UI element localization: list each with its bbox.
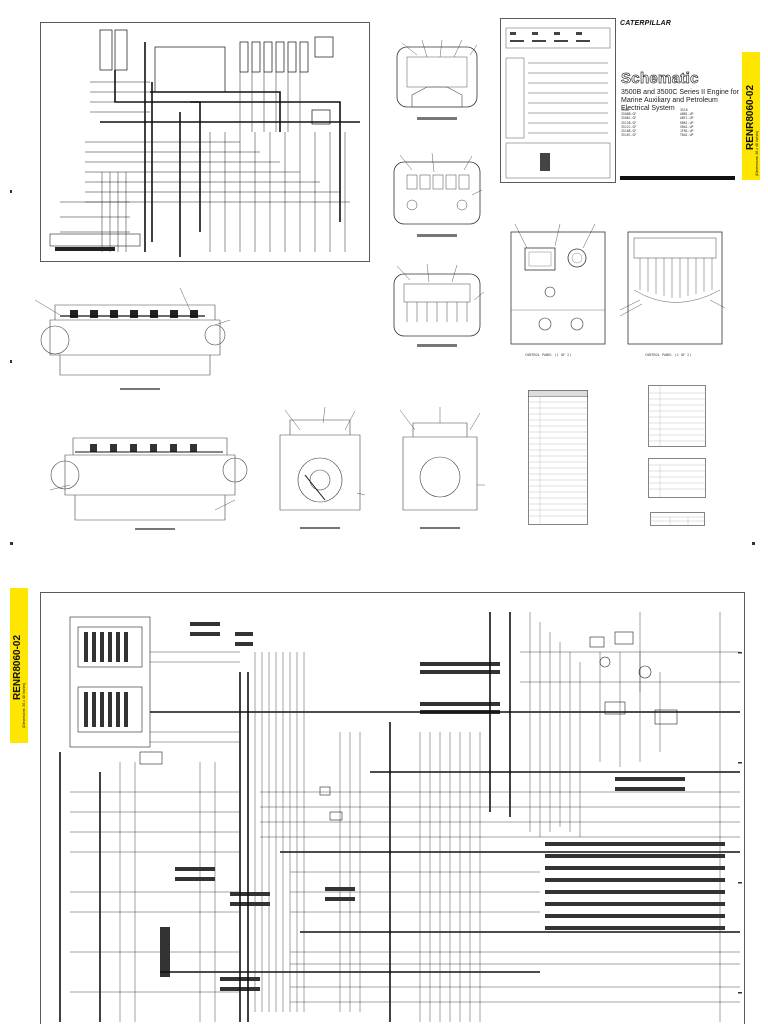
- caption-control-panel-left: CONTROL PANEL (1 OF 2): [525, 353, 572, 357]
- doc-number-tab-top: RENR8060-02 (Dimensions: 36 x 48 Inches): [742, 52, 760, 180]
- edge-mark: [10, 190, 12, 193]
- serial-cell: 3512C-GF: [621, 124, 637, 129]
- engine-side-view-2: [49, 437, 248, 530]
- doc-number-tab-bottom: RENR8060-02 (Dimensions: 36 x 48 Inches): [10, 588, 28, 743]
- engine-front-view: [279, 406, 366, 529]
- large-wiring-diagram: [40, 592, 745, 1024]
- schematic-sheet-top: CATERPILLAR Schematic 3500B and 3500C Se…: [10, 18, 760, 545]
- schematic-title: Schematic: [621, 70, 699, 88]
- engine-rear-view: [399, 407, 485, 529]
- engine-view-top-3: [393, 263, 485, 347]
- serial-column-left: 3508 3508B-GF 3508C-GF 3512B-GF 3512C-GF…: [621, 108, 636, 137]
- component-table-1: [528, 390, 588, 525]
- control-panel-right-drawing: [620, 231, 726, 345]
- serial-cell: ABF1-UP: [680, 116, 694, 121]
- serial-cell: 3516C-GF: [621, 133, 637, 138]
- component-table-4: [650, 512, 705, 526]
- doc-dimensions-top: (Dimensions: 36 x 48 Inches): [755, 130, 759, 176]
- main-wiring-diagram: [40, 22, 370, 262]
- component-table-3: [648, 458, 706, 498]
- serial-cell: JFN1-UP: [680, 129, 694, 134]
- schematic-subtitle: 3500B and 3500C Series II Engine for Mar…: [621, 89, 739, 112]
- engine-side-view-1: [34, 287, 231, 390]
- serial-cell: SBA1-UP: [680, 124, 694, 129]
- doc-dimensions-bottom: (Dimensions: 36 x 48 Inches): [22, 682, 26, 728]
- serial-cell: 3516: [680, 108, 688, 112]
- serial-cell: 3516B-GF: [621, 129, 637, 134]
- serial-cell: 3508: [621, 108, 629, 112]
- schematic-sheet-bottom: RENR8060-02 (Dimensions: 36 x 48 Inches): [0, 580, 768, 1024]
- corner-mark: [752, 542, 755, 545]
- caption-control-panel-right: CONTROL PANEL (2 OF 2): [645, 353, 692, 357]
- serial-cell: 3508C-GF: [621, 116, 637, 121]
- edge-mark: [10, 360, 12, 363]
- engine-view-top-2: [393, 152, 483, 237]
- component-table-2: [648, 385, 706, 447]
- title-block-frame: [500, 18, 735, 183]
- control-panel-left-drawing: [510, 223, 606, 345]
- serial-cell: TBA1-UP: [680, 133, 694, 138]
- serial-cell: ABB1-UP: [680, 112, 694, 117]
- engine-view-top-1: [396, 39, 478, 120]
- serial-column-right: 3516 ABB1-UP ABF1-UP RBK1-UP SBA1-UP JFN…: [680, 108, 693, 137]
- corner-mark: [10, 542, 13, 545]
- serial-cell: 3512B-GF: [621, 120, 637, 125]
- serial-cell: RBK1-UP: [680, 120, 694, 125]
- serial-cell: 3508B-GF: [621, 112, 637, 117]
- caterpillar-logo: CATERPILLAR: [620, 20, 672, 27]
